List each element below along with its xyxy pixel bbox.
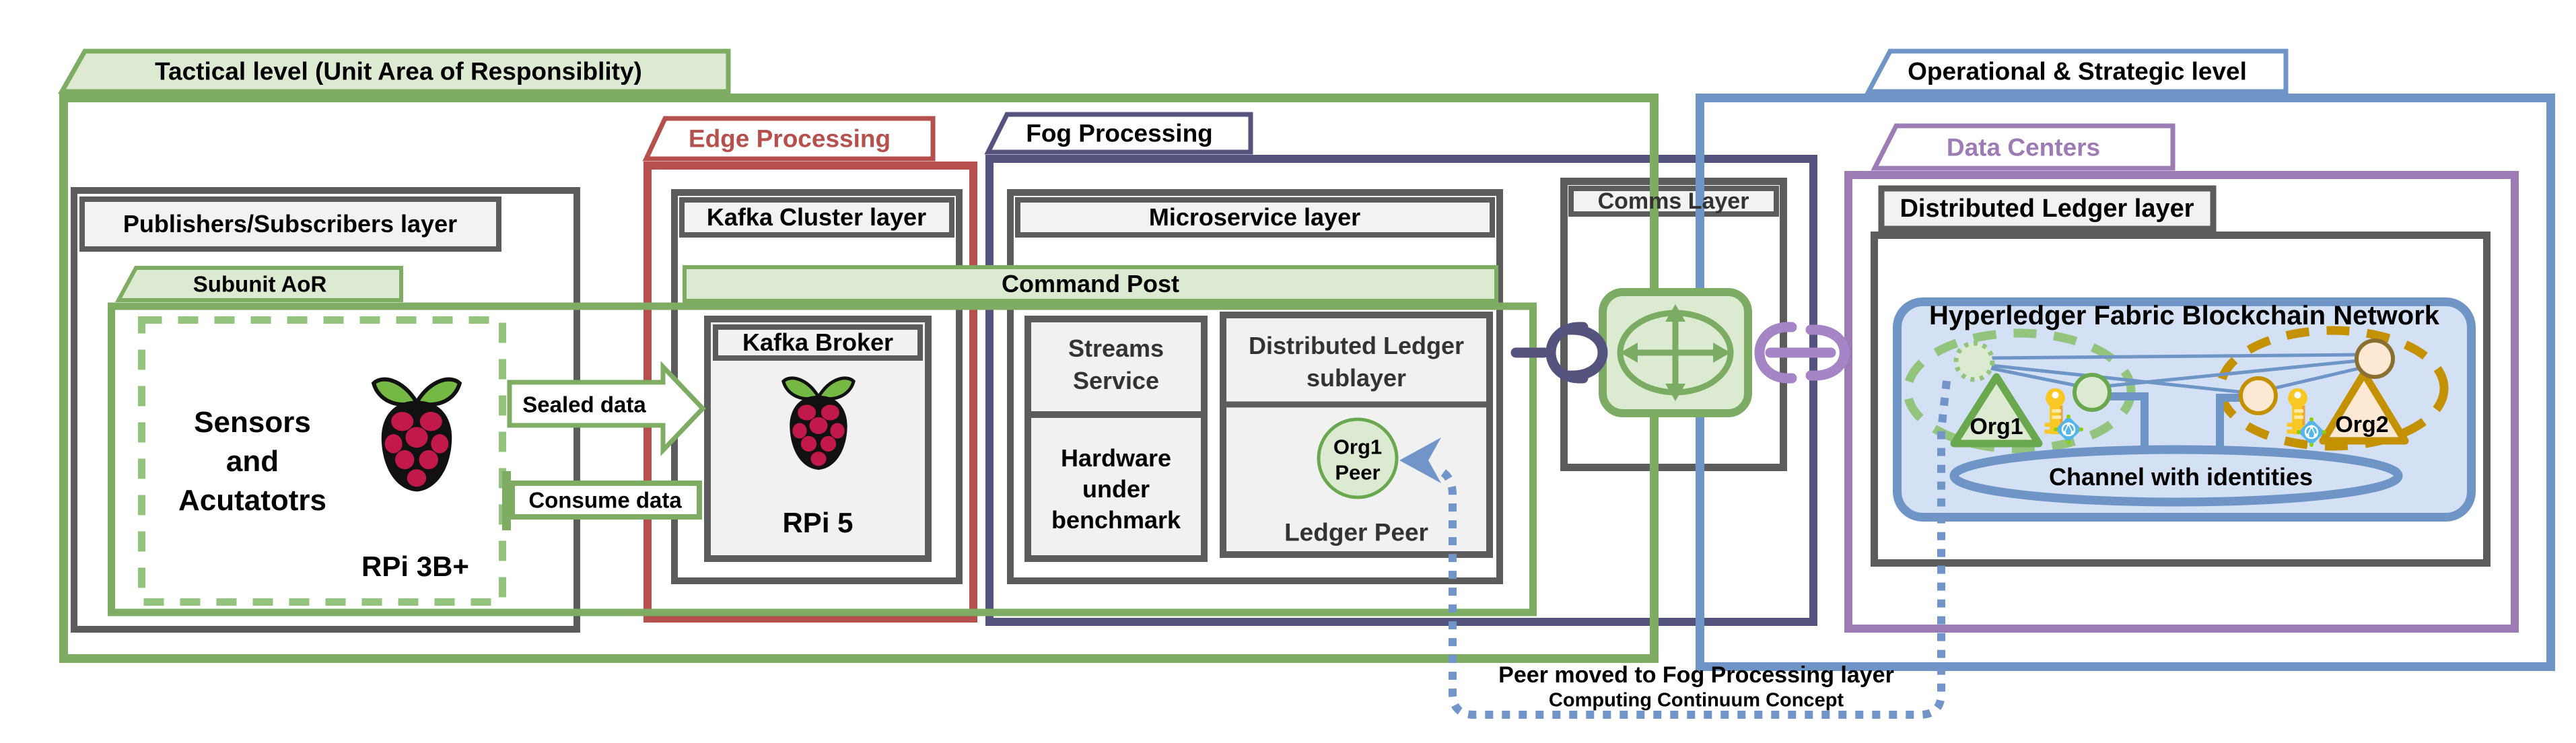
rpi5-label: RPi 5 xyxy=(782,507,854,538)
streams-hardware-box xyxy=(1024,316,1208,562)
dl-sublayer-title-2: sublayer xyxy=(1306,364,1407,392)
sealed-data-arrow xyxy=(507,361,706,456)
channel-label: Channel with identities xyxy=(2048,463,2313,491)
publishers-header-label: Publishers/Subscribers layer xyxy=(123,210,458,238)
moved-peer-placeholder xyxy=(1953,341,1995,382)
streams-label-1: Streams xyxy=(1068,334,1164,362)
org2-group-ellipse xyxy=(2216,326,2449,451)
hyperledger-network xyxy=(1893,297,2476,522)
comms-header-label: Comms Layer xyxy=(1597,188,1749,214)
fog-tab-label: Fog Processing xyxy=(1026,119,1213,147)
subunit-tab-label: Subunit AoR xyxy=(193,271,327,297)
hardware-label-3: benchmark xyxy=(1051,506,1181,534)
microservice-header-label: Microservice layer xyxy=(1148,203,1361,231)
command-post-banner xyxy=(683,265,1498,303)
distributed-ledger-header-label: Distributed Ledger layer xyxy=(1900,194,2194,223)
sensors-label-1: Sensors xyxy=(194,406,311,439)
dl-sublayer-title-1: Distributed Ledger xyxy=(1248,332,1465,359)
org1-peer-circle xyxy=(2073,373,2112,412)
edge-tab-label: Edge Processing xyxy=(688,125,891,153)
org2-label: Org2 xyxy=(2335,412,2389,437)
command-post-label: Command Post xyxy=(1001,270,1180,297)
sealed-data-label: Sealed data xyxy=(522,392,646,417)
network-links xyxy=(1986,353,2361,394)
fog-comms-link-icon xyxy=(1510,322,1608,384)
org1-peer-label-1: Org1 xyxy=(1333,435,1383,459)
operational-tab-label: Operational & Strategic level xyxy=(1908,57,2247,85)
data-centers-folder xyxy=(1844,123,2519,633)
tactical-tab-label: Tactical level (Unit Area of Responsibli… xyxy=(155,57,642,85)
org1-triangle xyxy=(1950,373,2043,448)
hyperledger-title: Hyperledger Fabric Blockchain Network xyxy=(1928,301,2440,330)
sensors-label-3: Acutatotrs xyxy=(178,484,327,517)
org1-group-ellipse xyxy=(1903,328,2136,454)
sensors-label-2: and xyxy=(225,445,279,478)
comms-datacenter-link-icon xyxy=(1754,322,1850,384)
org2-peer-circle xyxy=(2239,376,2278,415)
peer-moved-path xyxy=(1399,380,1951,719)
annotation-line-2: Computing Continuum Concept xyxy=(1548,689,1844,711)
hardware-label-1: Hardware xyxy=(1060,444,1172,472)
streams-label-2: Service xyxy=(1072,367,1160,394)
hardware-label-2: under xyxy=(1082,475,1150,503)
consume-data-arrow xyxy=(502,471,702,530)
kafka-broker-header-label: Kafka Broker xyxy=(742,328,894,356)
ledger-peer-label: Ledger Peer xyxy=(1284,518,1428,546)
subunit-aor-folder xyxy=(108,266,1537,616)
channel-ellipse xyxy=(1949,445,2403,507)
data-centers-tab-label: Data Centers xyxy=(1946,133,2101,162)
peer-moved-arrowhead xyxy=(1399,437,1441,483)
fog-processing-folder xyxy=(984,112,1817,626)
rpi3-label: RPi 3B+ xyxy=(361,551,469,582)
annotation-line-1: Peer moved to Fog Processing layer xyxy=(1498,662,1894,688)
org2-triangle xyxy=(2319,369,2409,445)
distributed-ledger-sublayer-box xyxy=(1220,312,1493,558)
consume-data-label: Consume data xyxy=(528,487,682,513)
org1-peer-label-2: Peer xyxy=(1335,460,1381,485)
org1-label: Org1 xyxy=(1970,414,2023,439)
org2-anchor-peer-circle xyxy=(2355,339,2395,379)
router-icon xyxy=(1599,288,1752,417)
kafka-cluster-header-label: Kafka Cluster layer xyxy=(706,203,927,231)
org1-peer-node xyxy=(1317,417,1399,499)
